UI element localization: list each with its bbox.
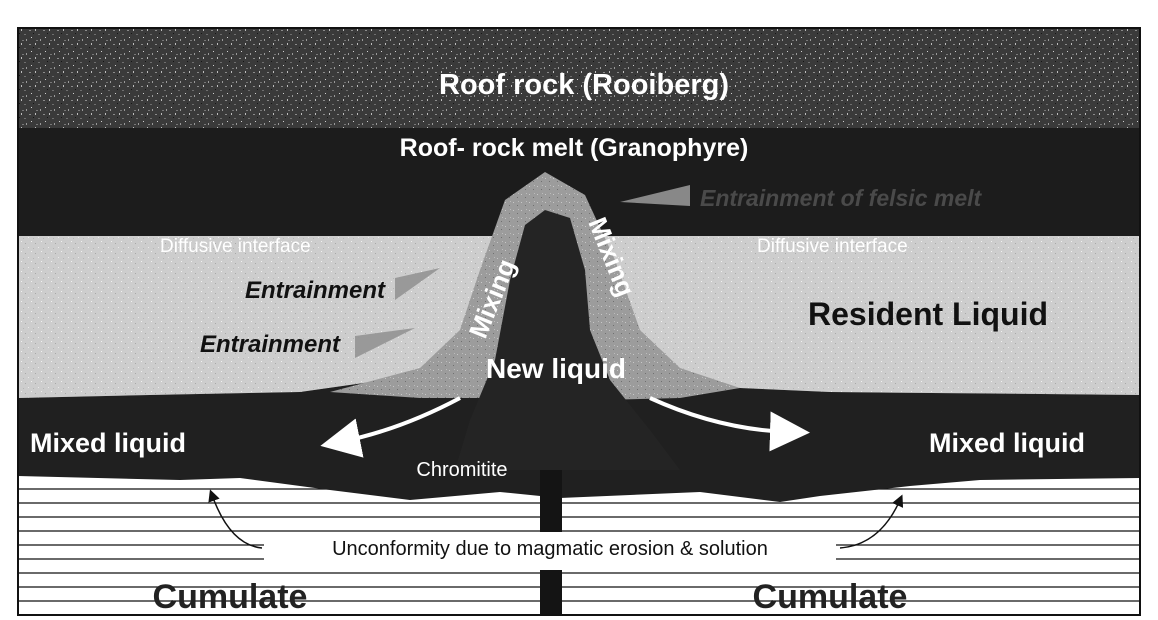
mixed-liquid-left-label: Mixed liquid — [30, 428, 186, 458]
cumulate-left-label: Cumulate — [153, 578, 308, 616]
unconformity-label: Unconformity due to magmatic erosion & s… — [332, 538, 768, 560]
resident-liquid-label: Resident Liquid — [808, 296, 1048, 332]
entrainment-label-2: Entrainment — [200, 331, 341, 358]
new-liquid-label: New liquid — [486, 353, 626, 384]
roof-rock-label: Roof rock (Rooiberg) — [439, 69, 729, 101]
chromitite-label: Chromitite — [416, 459, 507, 481]
diffusive-interface-right-label: Diffusive interface — [757, 236, 908, 257]
diffusive-interface-left-label: Diffusive interface — [160, 236, 311, 257]
entrainment-label-1: Entrainment — [245, 277, 386, 304]
feeder-conduit — [540, 470, 562, 532]
roof-rock-melt-label: Roof- rock melt (Granophyre) — [400, 134, 749, 162]
feeder-conduit-lower — [540, 570, 562, 615]
mixed-liquid-right-label: Mixed liquid — [929, 428, 1085, 458]
cumulate-right-label: Cumulate — [753, 578, 908, 616]
entrainment-felsic-label: Entrainment of felsic melt — [700, 185, 983, 211]
